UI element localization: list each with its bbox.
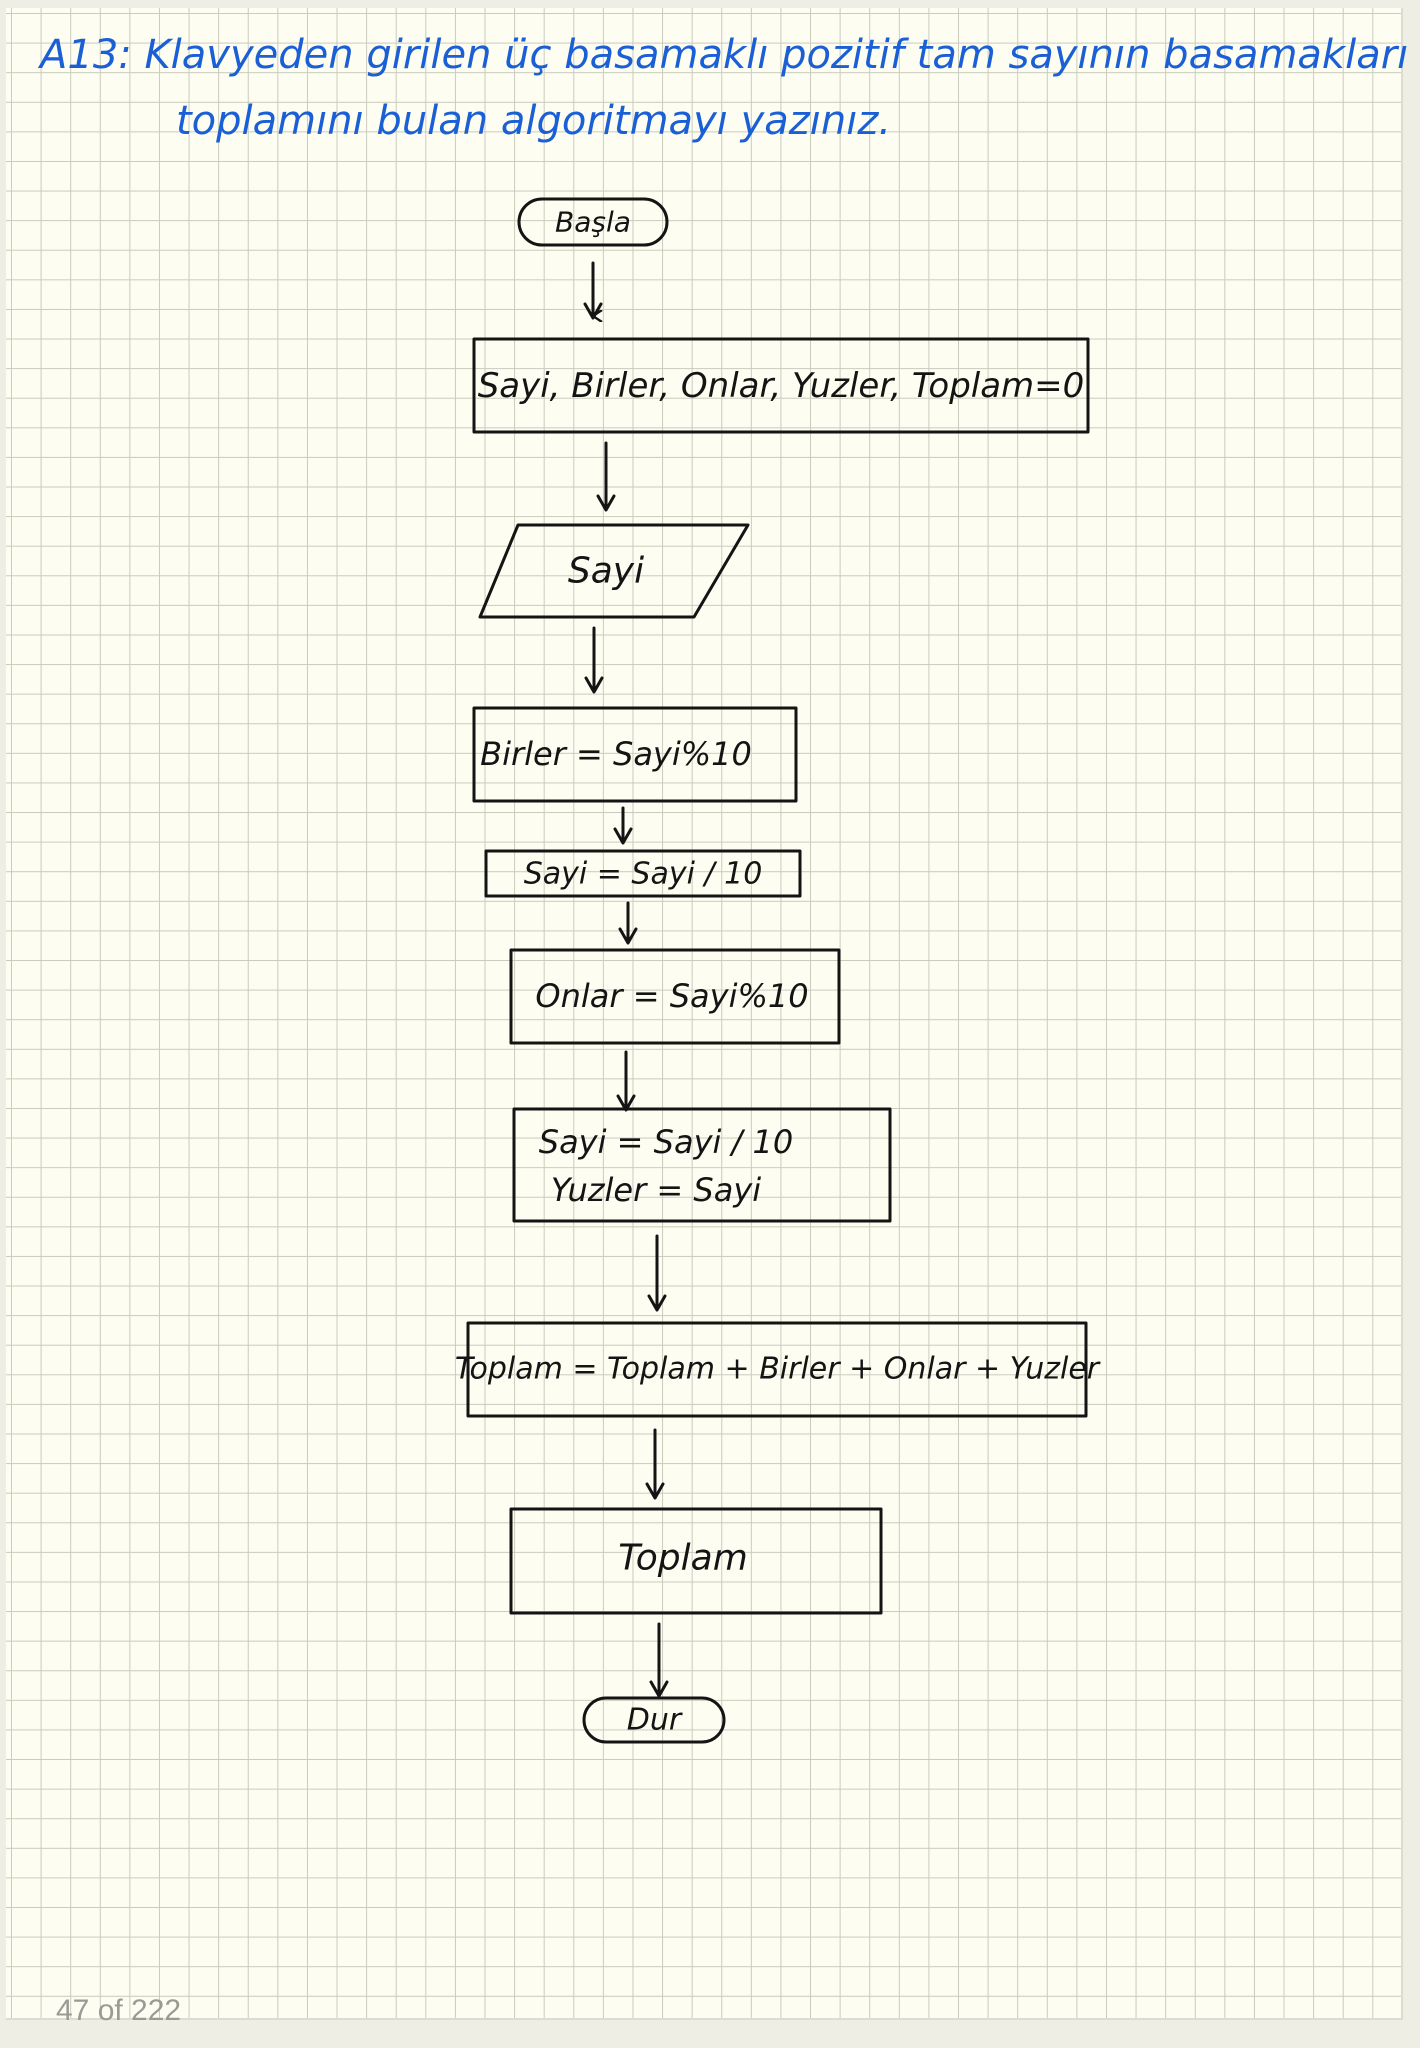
div2-box (512, 1107, 892, 1223)
output-box (509, 1507, 883, 1615)
init-box (472, 337, 1090, 434)
input-parallelogram (478, 523, 750, 619)
div1-box (484, 849, 802, 898)
onlar-label: Onlar = Sayi%10 (535, 977, 809, 1015)
div1-label: Sayi = Sayi / 10 (523, 856, 763, 892)
flowchart (466, 197, 1090, 1744)
onlar-box (509, 948, 841, 1045)
birler-box (472, 706, 798, 803)
input-label: Sayi (567, 550, 645, 592)
question-line-1: A13: Klavyeden girilen üç basamaklı pozi… (40, 32, 1409, 78)
div2-label-2: Yuzler = Sayi (550, 1171, 762, 1209)
page-counter: 47 of 222 (56, 1994, 182, 2027)
birler-label: Birler = Sayi%10 (480, 735, 752, 773)
question-line-2: toplamını bulan algoritmayı yazınız. (176, 98, 892, 144)
init-label: Sayi, Birler, Onlar, Yuzler, Toplam=0 (477, 365, 1085, 406)
output-label: Toplam (618, 1537, 748, 1579)
end-terminal (582, 1696, 726, 1744)
toplam-box (466, 1321, 1088, 1418)
toplam-label: Toplam = Toplam + Birler + Onlar + Yuzle… (454, 1351, 1100, 1387)
end-label: Dur (626, 1702, 682, 1738)
div2-label-1: Sayi = Sayi / 10 (538, 1123, 794, 1161)
notebook-page: A13: Klavyeden girilen üç basamaklı pozi… (6, 8, 1408, 2027)
start-terminal (517, 197, 669, 247)
start-label: Başla (555, 205, 631, 239)
